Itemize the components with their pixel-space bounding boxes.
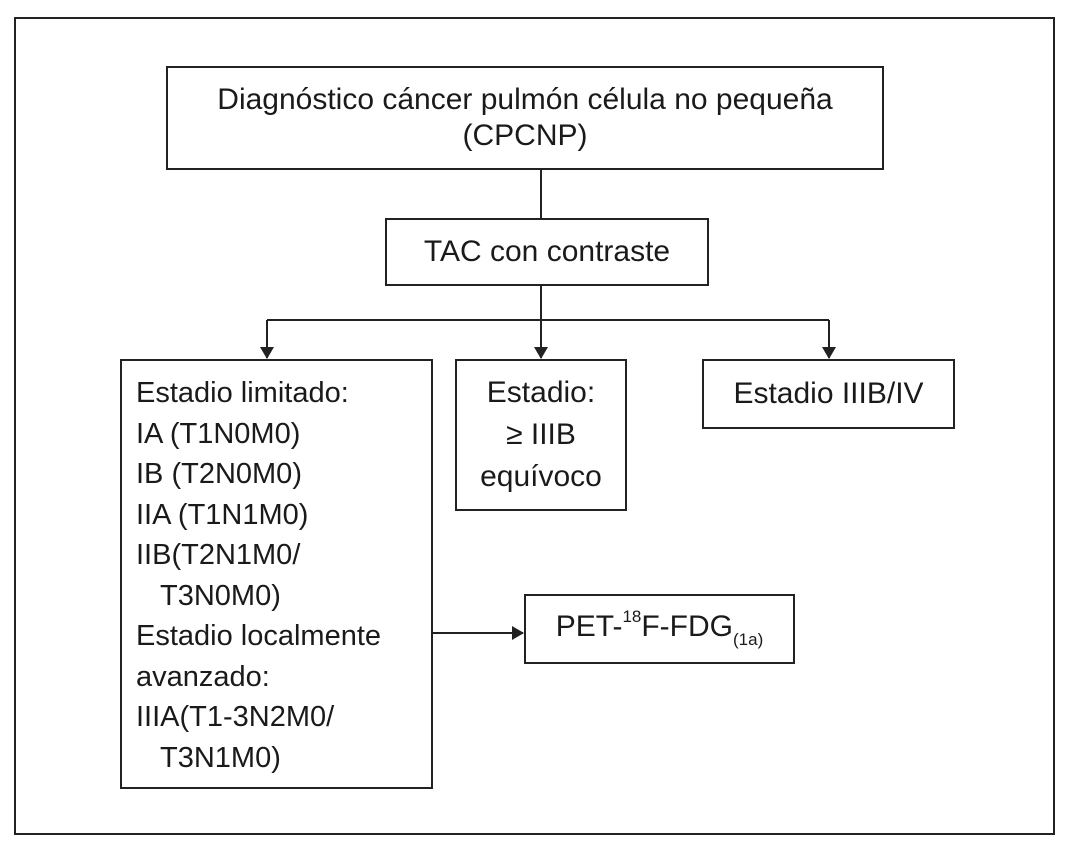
- pet-box: PET-18F-FDG(1a): [524, 594, 795, 664]
- limited-stage-line: T3N1M0): [160, 741, 281, 774]
- pet-superscript: 18: [622, 607, 642, 627]
- limited-stage-line: IIA (T1N1M0): [136, 498, 309, 531]
- advanced-stage-box: Estadio IIIB/IV: [702, 359, 955, 429]
- advanced-stage-label: Estadio IIIB/IV: [733, 377, 924, 410]
- limited-stage-line: Estadio localmente: [136, 620, 382, 652]
- tac-label: TAC con contraste: [423, 235, 671, 268]
- pet-prefix: PET-: [555, 610, 623, 644]
- equivocal-stage-line-3: equívoco: [480, 460, 602, 493]
- pet-subscript: (1a): [733, 630, 764, 650]
- equivocal-stage-box: Estadio: ≥ IIIB equívoco: [455, 359, 627, 511]
- diagnosis-box: Diagnóstico cáncer pulmón célula no pequ…: [166, 66, 884, 170]
- diagnosis-line-1: Diagnóstico cáncer pulmón célula no pequ…: [217, 83, 833, 116]
- limited-stage-line: T3N0M0): [160, 579, 281, 612]
- pet-main: F-FDG: [641, 610, 733, 644]
- tac-box: TAC con contraste: [385, 218, 709, 286]
- limited-stage-line: IB (T2N0M0): [136, 458, 302, 490]
- limited-stage-line: Estadio limitado:: [136, 377, 349, 409]
- limited-stage-line: IIIA(T1-3N2M0/: [136, 701, 335, 733]
- pet-label: PET-18F-FDG(1a): [555, 607, 764, 650]
- equivocal-stage-line-1: Estadio:: [486, 376, 596, 409]
- limited-stage-line: IIB(T2N1M0/: [136, 539, 301, 571]
- limited-stage-line: avanzado:: [136, 660, 270, 693]
- diagnosis-line-2: (CPCNP): [462, 119, 588, 152]
- limited-stage-box: Estadio limitado: IA (T1N0M0) IB (T2N0M0…: [120, 359, 433, 789]
- diagram-frame: [14, 17, 1055, 835]
- limited-stage-line: IA (T1N0M0): [136, 417, 301, 450]
- equivocal-stage-line-2: ≥ IIIB: [506, 418, 576, 451]
